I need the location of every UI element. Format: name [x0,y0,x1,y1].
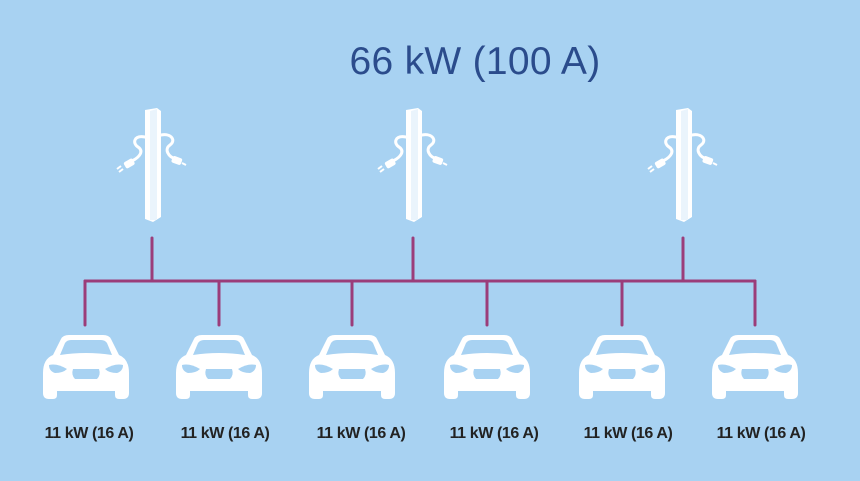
charging-station-icon [647,108,718,222]
car-icon [43,335,129,399]
car-power-label: 11 kW (16 A) [449,425,539,442]
car-icon [444,335,530,399]
car-icon [579,335,665,399]
car-power-label: 11 kW (16 A) [716,425,806,442]
total-power-title: 66 kW (100 A) [349,40,601,83]
car-power-label: 11 kW (16 A) [44,425,134,442]
charging-station-icon [377,108,448,222]
car-power-label: 11 kW (16 A) [180,425,270,442]
car-icon [712,335,798,399]
car-power-label: 11 kW (16 A) [316,425,406,442]
charging-station-icon [116,108,187,222]
car-icon [176,335,262,399]
car-icon [309,335,395,399]
car-power-label: 11 kW (16 A) [583,425,673,442]
